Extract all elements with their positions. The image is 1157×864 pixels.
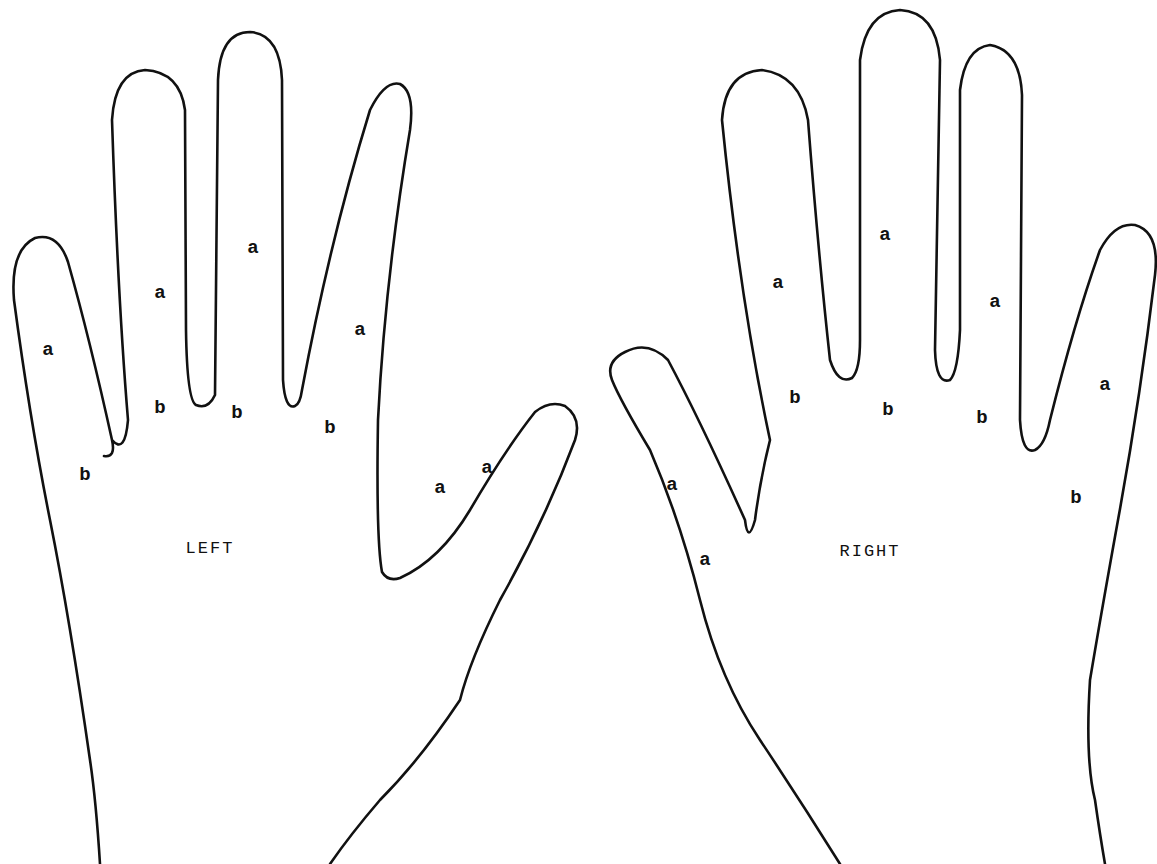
finger-letter: b (154, 399, 165, 418)
finger-letter: b (231, 404, 242, 423)
finger-letter: a (247, 239, 258, 258)
thumb-letter: a (481, 459, 492, 478)
thumb-letter: a (699, 551, 710, 570)
finger-letter: b (976, 409, 987, 428)
finger-letter: a (772, 274, 783, 293)
finger-letter: a (42, 341, 53, 360)
thumb-letter: a (666, 476, 677, 495)
right-hand-outline (610, 10, 1156, 864)
finger-letter: a (154, 284, 165, 303)
finger-letter: a (1099, 376, 1110, 395)
finger-letter: b (1070, 489, 1081, 508)
finger-letter: b (79, 466, 90, 485)
left-hand-outline (13, 32, 577, 864)
hand-label: RIGHT (839, 543, 900, 560)
finger-letter: b (789, 389, 800, 408)
hand-label: LEFT (186, 540, 235, 557)
finger-letter: a (879, 226, 890, 245)
thumb-letter: a (434, 479, 445, 498)
finger-letter: a (989, 293, 1000, 312)
finger-letter: a (354, 321, 365, 340)
finger-letter: b (882, 401, 893, 420)
finger-letter: b (324, 419, 335, 438)
